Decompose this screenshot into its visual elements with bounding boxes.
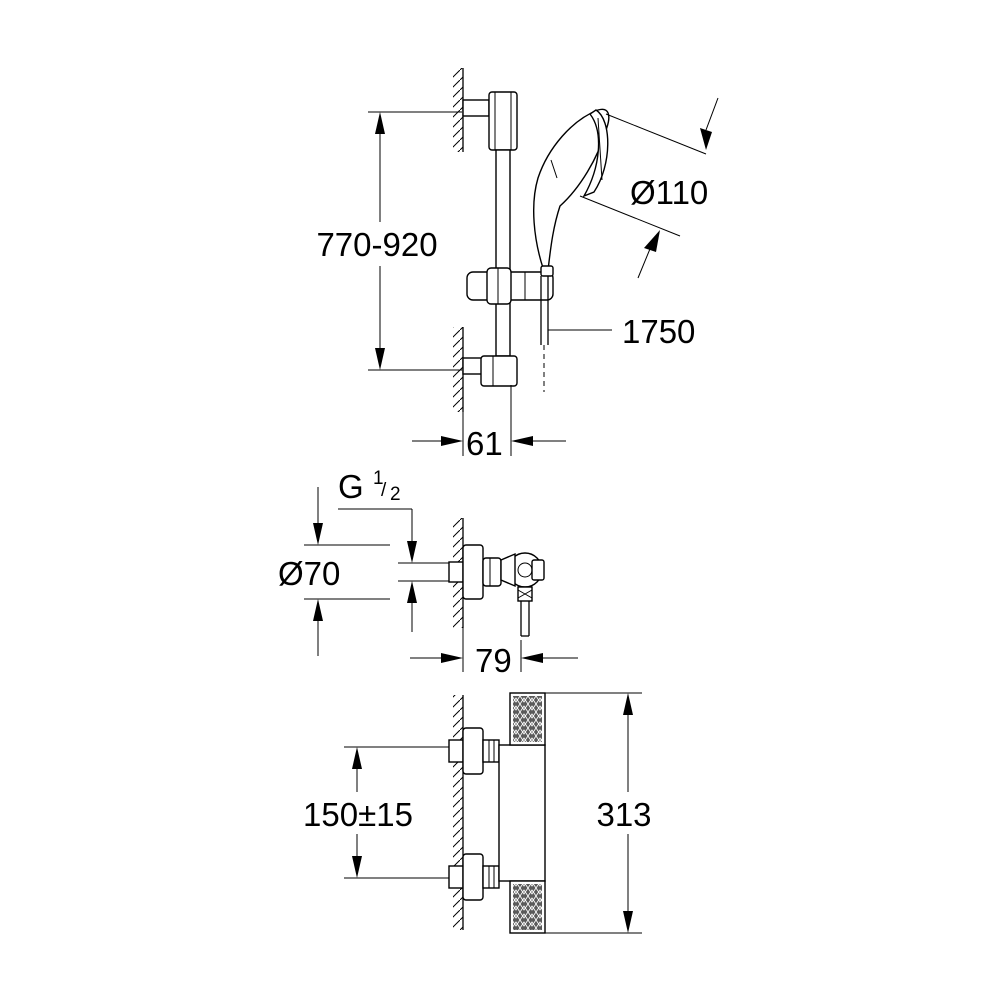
wall-upper [453, 68, 464, 152]
thermostat-view: 150±15 313 [292, 692, 662, 934]
label-rosette-diameter: Ø70 [278, 555, 340, 592]
dimension-thread [338, 508, 449, 632]
shower-hose [540, 276, 549, 392]
wall-bottom [453, 695, 464, 930]
label-thread-slash: / [381, 480, 387, 501]
label-rail-projection: 61 [466, 425, 503, 462]
label-thread-numerator: 1 [373, 468, 384, 489]
dimension-handshower-diameter [579, 97, 719, 279]
rosette-and-elbow [448, 544, 545, 637]
label-elbow-projection: 79 [475, 642, 512, 679]
dimension-rail-projection [412, 385, 566, 456]
dimension-inlet-spacing [292, 746, 449, 879]
shower-rail-view: 770-920 Ø110 1750 61 [305, 68, 719, 462]
upper-bracket [462, 91, 518, 151]
label-thread-denominator: 2 [390, 484, 401, 505]
dimension-rail-height [305, 111, 462, 371]
thermostat-body [498, 692, 546, 934]
label-thermostat-length: 313 [596, 796, 651, 833]
label-handshower-diameter: Ø110 [630, 174, 708, 211]
label-inlet-spacing: 150±15 [303, 796, 413, 833]
lower-bracket [462, 355, 518, 387]
lower-inlet-connection [448, 853, 500, 901]
shower-rail [495, 149, 511, 357]
wall-elbow-view: G 1 / 2 Ø70 79 [278, 468, 578, 679]
label-thread: G [338, 468, 364, 505]
label-hose-length: 1750 [622, 313, 695, 350]
label-rail-height: 770-920 [316, 226, 437, 263]
dimension-thermostat-length [545, 692, 662, 934]
dimension-rosette-diameter [304, 487, 390, 656]
hand-shower [533, 108, 610, 277]
rail-slider [466, 267, 554, 305]
dimension-elbow-projection [410, 628, 578, 672]
